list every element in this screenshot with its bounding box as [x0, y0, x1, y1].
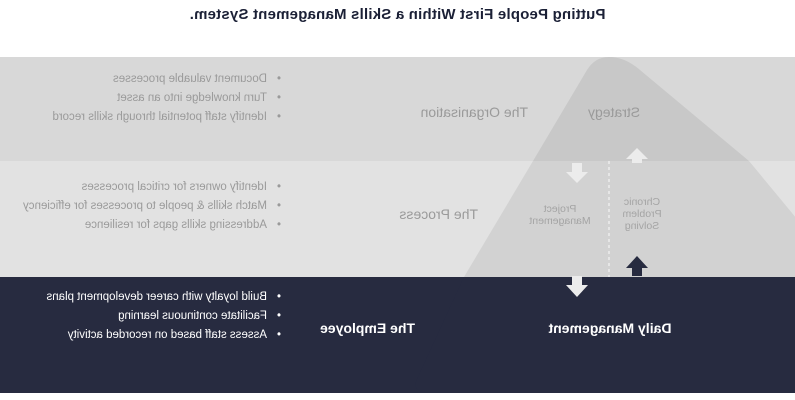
pyramid-strategy-label: Strategy: [587, 104, 641, 120]
list-item: Turn knowledge into an asset: [15, 92, 285, 105]
arrow-down-icon: [566, 163, 588, 183]
process-bullets: Identify owners for critical processes M…: [0, 181, 285, 238]
pyramid-tier-strategy: [533, 57, 749, 161]
pyramid-project-label: Project Management: [529, 203, 591, 227]
organisation-bullets: Document valuable processes Turn knowled…: [15, 73, 285, 130]
level-label-process: The Process: [399, 206, 478, 222]
list-item: Match skills & people to processes for e…: [0, 200, 285, 213]
list-item: Document valuable processes: [15, 73, 285, 86]
list-item: Identify staff potential through skills …: [15, 111, 285, 124]
arrow-up-icon: [626, 148, 648, 163]
list-item: Facilitate continuous learning: [5, 310, 285, 323]
level-label-employee: The Employee: [320, 320, 415, 336]
list-item: Addressing skills gaps for resilience: [0, 219, 285, 232]
arrow-down-icon: [566, 276, 588, 297]
pyramid-daily-label: Daily Management: [548, 320, 672, 336]
list-item: Assess staff based on recorded activity: [5, 329, 285, 342]
list-item: Build loyalty with career development pl…: [5, 291, 285, 304]
arrow-up-icon: [626, 256, 648, 276]
pyramid-chronic-label: Chronic Problem Solving: [622, 196, 662, 232]
list-item: Identify owners for critical processes: [0, 181, 285, 194]
pyramid-tier-daily: [415, 277, 795, 392]
level-label-organisation: The Organisation: [420, 104, 528, 120]
pyramid-tier-middle: [464, 161, 795, 277]
employee-bullets: Build loyalty with career development pl…: [5, 291, 285, 348]
